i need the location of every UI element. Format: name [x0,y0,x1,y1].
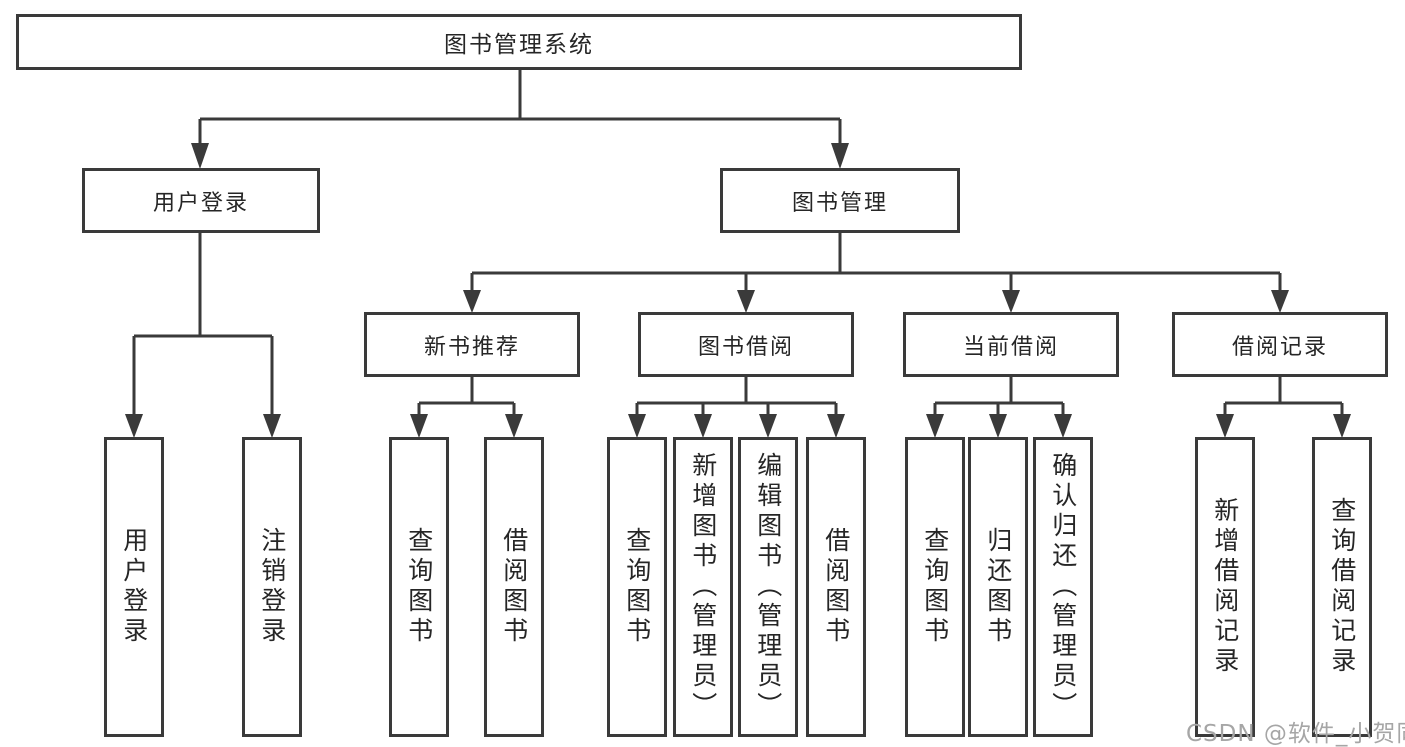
leaf-edit-books-admin: 编辑图书（管理员） [738,437,798,737]
leaf-borrow-books-2: 借阅图书 [806,437,866,737]
leaf-return-books: 归还图书 [968,437,1028,737]
connector-paths [132,68,1344,416]
node-user-login-branch: 用户登录 [82,168,320,233]
leaf-query-books-1: 查询图书 [389,437,449,737]
node-book-borrow: 图书借阅 [638,312,854,377]
leaf-logout: 注销登录 [242,437,302,737]
leaf-add-books-admin: 新增图书（管理员） [673,437,733,737]
csdn-watermark: CSDN @软件_小贺同学 [1186,721,1405,747]
node-new-book-recommend: 新书推荐 [364,312,580,377]
leaf-user-login: 用户登录 [104,437,164,737]
arrow-heads [125,143,1351,438]
leaf-borrow-books-1: 借阅图书 [484,437,544,737]
leaf-add-borrow-record: 新增借阅记录 [1195,437,1255,737]
leaf-query-borrow-record: 查询借阅记录 [1312,437,1372,737]
node-borrow-records: 借阅记录 [1172,312,1388,377]
node-current-borrow: 当前借阅 [903,312,1119,377]
leaf-confirm-return-admin: 确认归还（管理员） [1033,437,1093,737]
node-root-system: 图书管理系统 [16,14,1022,70]
node-book-management-branch: 图书管理 [720,168,960,233]
leaf-query-books-2: 查询图书 [607,437,667,737]
leaf-query-books-3: 查询图书 [905,437,965,737]
